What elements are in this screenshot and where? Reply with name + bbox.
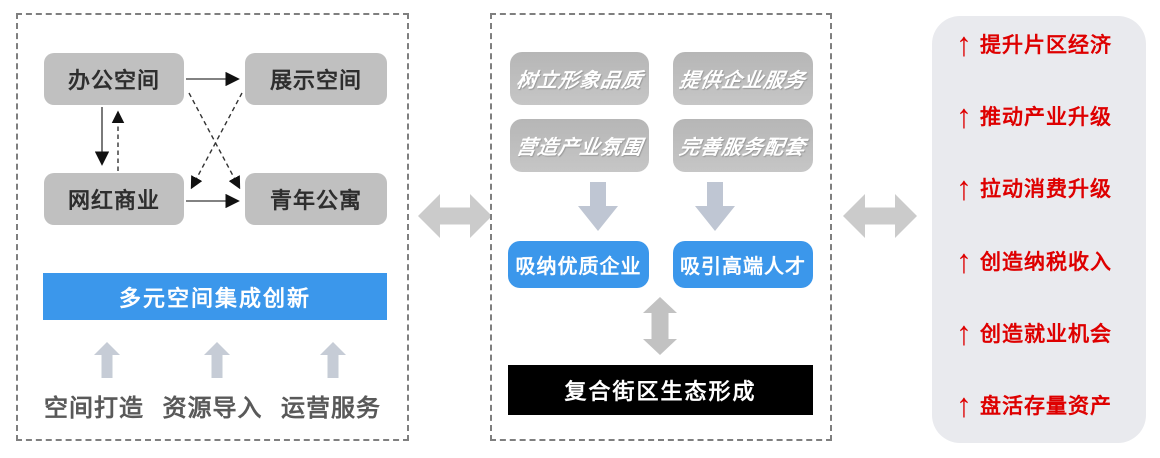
box-service-facilities: 完善服务配套 (673, 119, 813, 172)
benefit-label: 创造纳税收入 (980, 250, 1112, 274)
box-enterprise-service: 提供企业服务 (673, 52, 813, 105)
red-up-arrow-icon: ↑ (956, 313, 972, 352)
middle-section-ecosystem: 树立形象品质 提供企业服务 营造产业氛围 完善服务配套 吸纳优质企业 吸引高端人… (490, 13, 832, 441)
right-section-benefits: ↑ 提升片区经济 ↑ 推动产业升级 ↑ 拉动消费升级 ↑ 创造纳税收入 ↑ 创造… (932, 16, 1146, 443)
space-connector-arrows-icon (94, 71, 243, 209)
box-office-space: 办公空间 (44, 53, 184, 105)
red-up-arrow-icon: ↑ (956, 169, 972, 208)
up-block-arrow-icon (204, 342, 230, 378)
label-operation-service: 运营服务 (281, 395, 381, 422)
benefit-item: ↑ 推动产业升级 (932, 97, 1146, 136)
benefit-label: 拉动消费升级 (980, 178, 1112, 202)
foundation-labels: 空间打造 资源导入 运营服务 (18, 388, 407, 423)
up-block-arrow-icon (94, 342, 120, 378)
benefit-item: ↑ 提升片区经济 (932, 25, 1146, 63)
label-space-building: 空间打造 (44, 395, 144, 422)
benefit-item: ↑ 拉动消费升级 (932, 169, 1146, 208)
box-attract-talent: 吸引高端人才 (673, 241, 813, 288)
box-attract-enterprises: 吸纳优质企业 (508, 241, 649, 288)
red-up-arrow-icon: ↑ (956, 241, 972, 280)
benefit-label: 创造就业机会 (980, 322, 1112, 346)
vertical-double-arrow-icon (643, 297, 677, 355)
left-middle-double-arrow-icon (418, 194, 492, 238)
box-exhibition-space: 展示空间 (245, 53, 387, 105)
box-influencer-commerce: 网红商业 (44, 173, 184, 225)
outcome-ecosystem-bar: 复合街区生态形成 (508, 365, 813, 415)
benefit-label: 推动产业升级 (980, 106, 1112, 130)
benefit-label: 盘活存量资产 (980, 394, 1112, 418)
box-industry-atmosphere: 营造产业氛围 (510, 119, 649, 172)
strategy-label: 完善服务配套 (677, 137, 808, 159)
down-block-arrow-icon (578, 182, 618, 231)
up-block-arrow-icon (320, 342, 346, 378)
red-up-arrow-icon: ↑ (956, 25, 972, 63)
benefit-item: ↑ 创造纳税收入 (932, 241, 1146, 280)
strategy-label: 营造产业氛围 (514, 137, 644, 159)
strategy-label: 树立形象品质 (514, 70, 644, 92)
left-section-space-integration: 办公空间 展示空间 网红商业 青年公寓 多元空间集成创新 (16, 13, 409, 441)
red-up-arrow-icon: ↑ (956, 386, 972, 424)
down-block-arrow-icon (695, 182, 735, 231)
benefit-item: ↑ 创造就业机会 (932, 313, 1146, 352)
middle-right-double-arrow-icon (843, 194, 917, 238)
red-up-arrow-icon: ↑ (956, 97, 972, 136)
label-resource-import: 资源导入 (162, 395, 263, 422)
strategy-label: 提供企业服务 (677, 70, 808, 92)
box-image-quality: 树立形象品质 (510, 52, 649, 105)
benefit-item: ↑ 盘活存量资产 (932, 386, 1146, 424)
box-youth-apartment: 青年公寓 (245, 173, 387, 225)
integration-innovation-bar: 多元空间集成创新 (43, 273, 387, 320)
benefit-label: 提升片区经济 (980, 34, 1112, 57)
